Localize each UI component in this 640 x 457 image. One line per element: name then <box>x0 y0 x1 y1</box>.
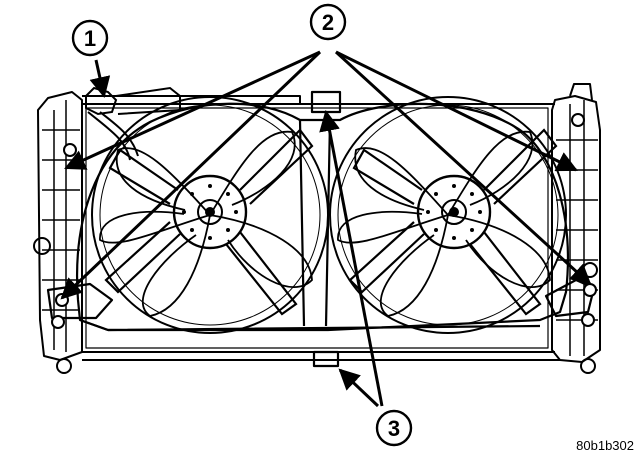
right-fan-shaft <box>449 207 459 217</box>
leader-2-c <box>335 50 578 172</box>
leader-2-d <box>334 50 592 286</box>
right-fan-ring <box>329 96 567 334</box>
radiator-bottom-left-plug <box>56 358 72 374</box>
leader-2-a <box>64 50 321 170</box>
bolt-lower-right <box>583 283 597 297</box>
leader-2-b <box>60 50 322 300</box>
left-fan-inner-ring <box>99 104 321 326</box>
shroud-bottom-tab <box>312 350 340 368</box>
left-fan-blades <box>99 130 313 317</box>
right-fan-motor <box>416 174 492 250</box>
callout-3-label: 3 <box>388 416 400 441</box>
radiator-drain-plug <box>580 358 596 374</box>
callout-1: 1 <box>71 19 109 57</box>
radiator-right-tank <box>551 95 601 363</box>
callout-1-label: 1 <box>84 26 96 51</box>
right-fan-inner-ring <box>337 104 559 326</box>
right-fan-struts <box>348 128 558 316</box>
bolt-right-bottom <box>581 313 595 327</box>
bolt-upper-right <box>571 113 585 127</box>
left-fan-hub <box>197 199 223 225</box>
radiator-left-cap <box>33 237 51 255</box>
right-fan-motor-vents <box>426 184 482 240</box>
radiator-bottom-rail <box>82 351 560 361</box>
right-fan <box>329 96 567 334</box>
figure-id: 80b1b302 <box>576 438 634 453</box>
shroud-top-bracket <box>310 90 342 114</box>
left-fan-struts <box>104 128 314 316</box>
callout-2-circle <box>309 3 347 41</box>
fan-shroud <box>46 90 596 368</box>
leader-3-b <box>338 368 380 408</box>
left-fan-motor-vents <box>182 184 238 240</box>
left-fan-shaft <box>205 207 215 217</box>
radiator-left-tank-ribs <box>42 100 80 352</box>
right-fan-hub <box>441 199 467 225</box>
left-fan <box>91 96 329 334</box>
callout-1-circle <box>71 19 109 57</box>
left-fan-motor <box>172 174 248 250</box>
left-fan-ring <box>91 96 329 334</box>
leader-3-a <box>319 109 384 407</box>
bolt-left-bottom <box>51 315 65 329</box>
radiator-core <box>85 107 549 349</box>
right-fan-blades <box>337 130 551 317</box>
radiator-right-cap <box>582 262 598 278</box>
radiator-outlet-neck <box>569 83 593 101</box>
callout-leaders <box>60 50 592 408</box>
callout-2-label: 2 <box>322 10 334 35</box>
leader-1 <box>89 59 111 99</box>
callout-3-circle <box>375 409 413 447</box>
callout-2: 2 <box>309 3 347 41</box>
bolt-upper-left <box>63 143 77 157</box>
callout-3: 3 <box>375 409 413 447</box>
shroud-left-ear <box>46 282 114 320</box>
